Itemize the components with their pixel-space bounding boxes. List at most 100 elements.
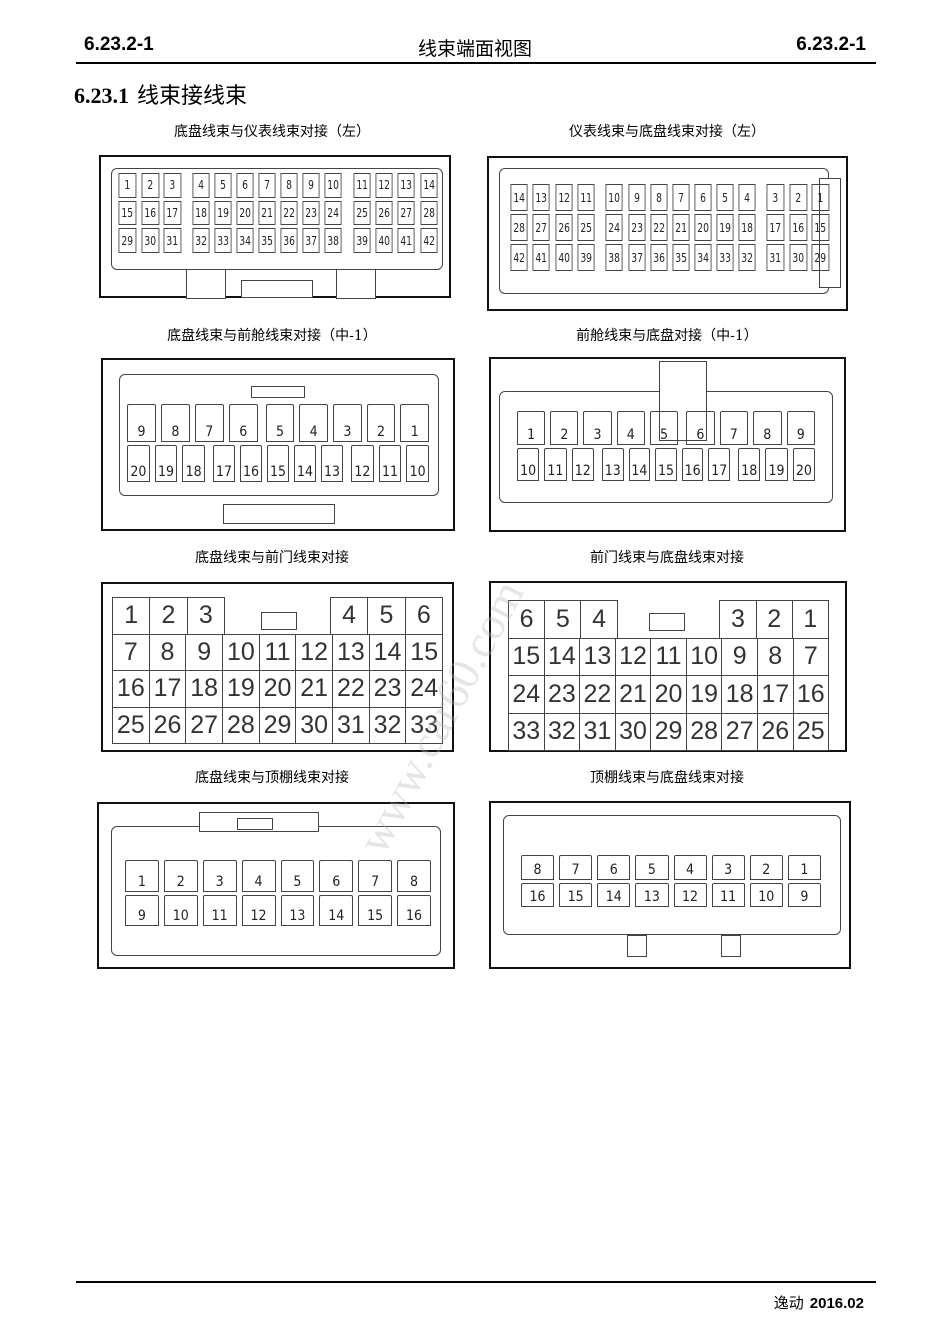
pin-24: 24: [508, 675, 545, 714]
pin-9: 9: [125, 894, 159, 926]
pin-14: 14: [510, 184, 528, 211]
pin-42: 42: [420, 228, 438, 254]
pin-20: 20: [127, 444, 150, 482]
pin-10: 10: [605, 184, 624, 211]
pin-10: 10: [749, 882, 783, 907]
pin-13: 13: [332, 633, 370, 671]
connector-latch: [251, 386, 305, 398]
pin-2: 2: [749, 855, 783, 880]
pin-37: 37: [628, 244, 646, 271]
pin-34: 34: [694, 244, 712, 271]
section-number: 6.23.1: [74, 83, 129, 108]
header-rule: [76, 62, 876, 64]
pin-8: 8: [756, 637, 794, 676]
connector-latch: [336, 269, 376, 299]
pin-5: 5: [280, 860, 315, 892]
connector-latch: [186, 269, 226, 299]
connector-latch: [659, 361, 707, 441]
pin-7: 7: [719, 411, 749, 445]
pin-4: 4: [738, 184, 756, 211]
connector-latch: [627, 935, 647, 957]
pin-21: 21: [258, 200, 276, 226]
pin-2: 2: [149, 597, 188, 635]
pin-12: 12: [295, 633, 334, 671]
pin-40: 40: [555, 244, 573, 271]
pin-17: 17: [766, 214, 785, 241]
pin-3: 3: [766, 184, 785, 211]
pin-24: 24: [324, 200, 343, 226]
pin-37: 37: [302, 228, 320, 254]
pin-10: 10: [222, 633, 260, 671]
connector-latch: [237, 818, 273, 830]
pin-1: 1: [112, 597, 151, 635]
pin-13: 13: [280, 894, 315, 926]
header-section-left: 6.23.2-1: [84, 34, 154, 55]
pin-15: 15: [559, 882, 593, 907]
pin-1: 1: [791, 600, 829, 639]
connector-caption: 底盘线束与前舱线束对接（中-1）: [167, 328, 377, 344]
pin-19: 19: [214, 200, 232, 226]
pin-18: 18: [738, 214, 756, 241]
pin-39: 39: [353, 228, 371, 254]
pin-27: 27: [185, 706, 224, 744]
pin-4: 4: [616, 411, 645, 445]
section-title: 线束接线束: [137, 84, 248, 109]
pin-22: 22: [332, 670, 370, 708]
pin-22: 22: [650, 214, 668, 241]
connector-latch: [261, 612, 297, 630]
pin-17: 17: [756, 675, 794, 714]
pin-11: 11: [577, 184, 595, 211]
pin-16: 16: [397, 894, 431, 926]
pin-14: 14: [319, 894, 354, 926]
pin-1: 1: [125, 860, 159, 892]
pin-5: 5: [214, 173, 232, 198]
pin-9: 9: [185, 633, 224, 671]
pin-12: 12: [673, 882, 707, 907]
pin-20: 20: [258, 670, 297, 708]
pin-29: 29: [258, 706, 297, 744]
pin-33: 33: [716, 244, 734, 271]
pin-28: 28: [510, 214, 528, 241]
pin-41: 41: [397, 228, 416, 254]
pin-13: 13: [579, 637, 616, 676]
pin-23: 23: [368, 670, 407, 708]
pin-30: 30: [614, 712, 652, 751]
pin-30: 30: [295, 706, 334, 744]
header-title: 线束端面视图: [417, 38, 532, 60]
pin-38: 38: [324, 228, 343, 254]
pin-5: 5: [635, 855, 669, 880]
pin-3: 3: [583, 411, 612, 445]
pin-3: 3: [711, 855, 745, 880]
pin-16: 16: [681, 447, 704, 481]
pin-20: 20: [694, 214, 712, 241]
pin-11: 11: [353, 173, 371, 198]
pin-7: 7: [258, 173, 276, 198]
pin-26: 26: [375, 200, 393, 226]
pin-35: 35: [258, 228, 276, 254]
pin-17: 17: [708, 447, 731, 481]
empty-cavity: [617, 600, 652, 639]
pin-5: 5: [544, 600, 582, 639]
pin-12: 12: [375, 173, 393, 198]
